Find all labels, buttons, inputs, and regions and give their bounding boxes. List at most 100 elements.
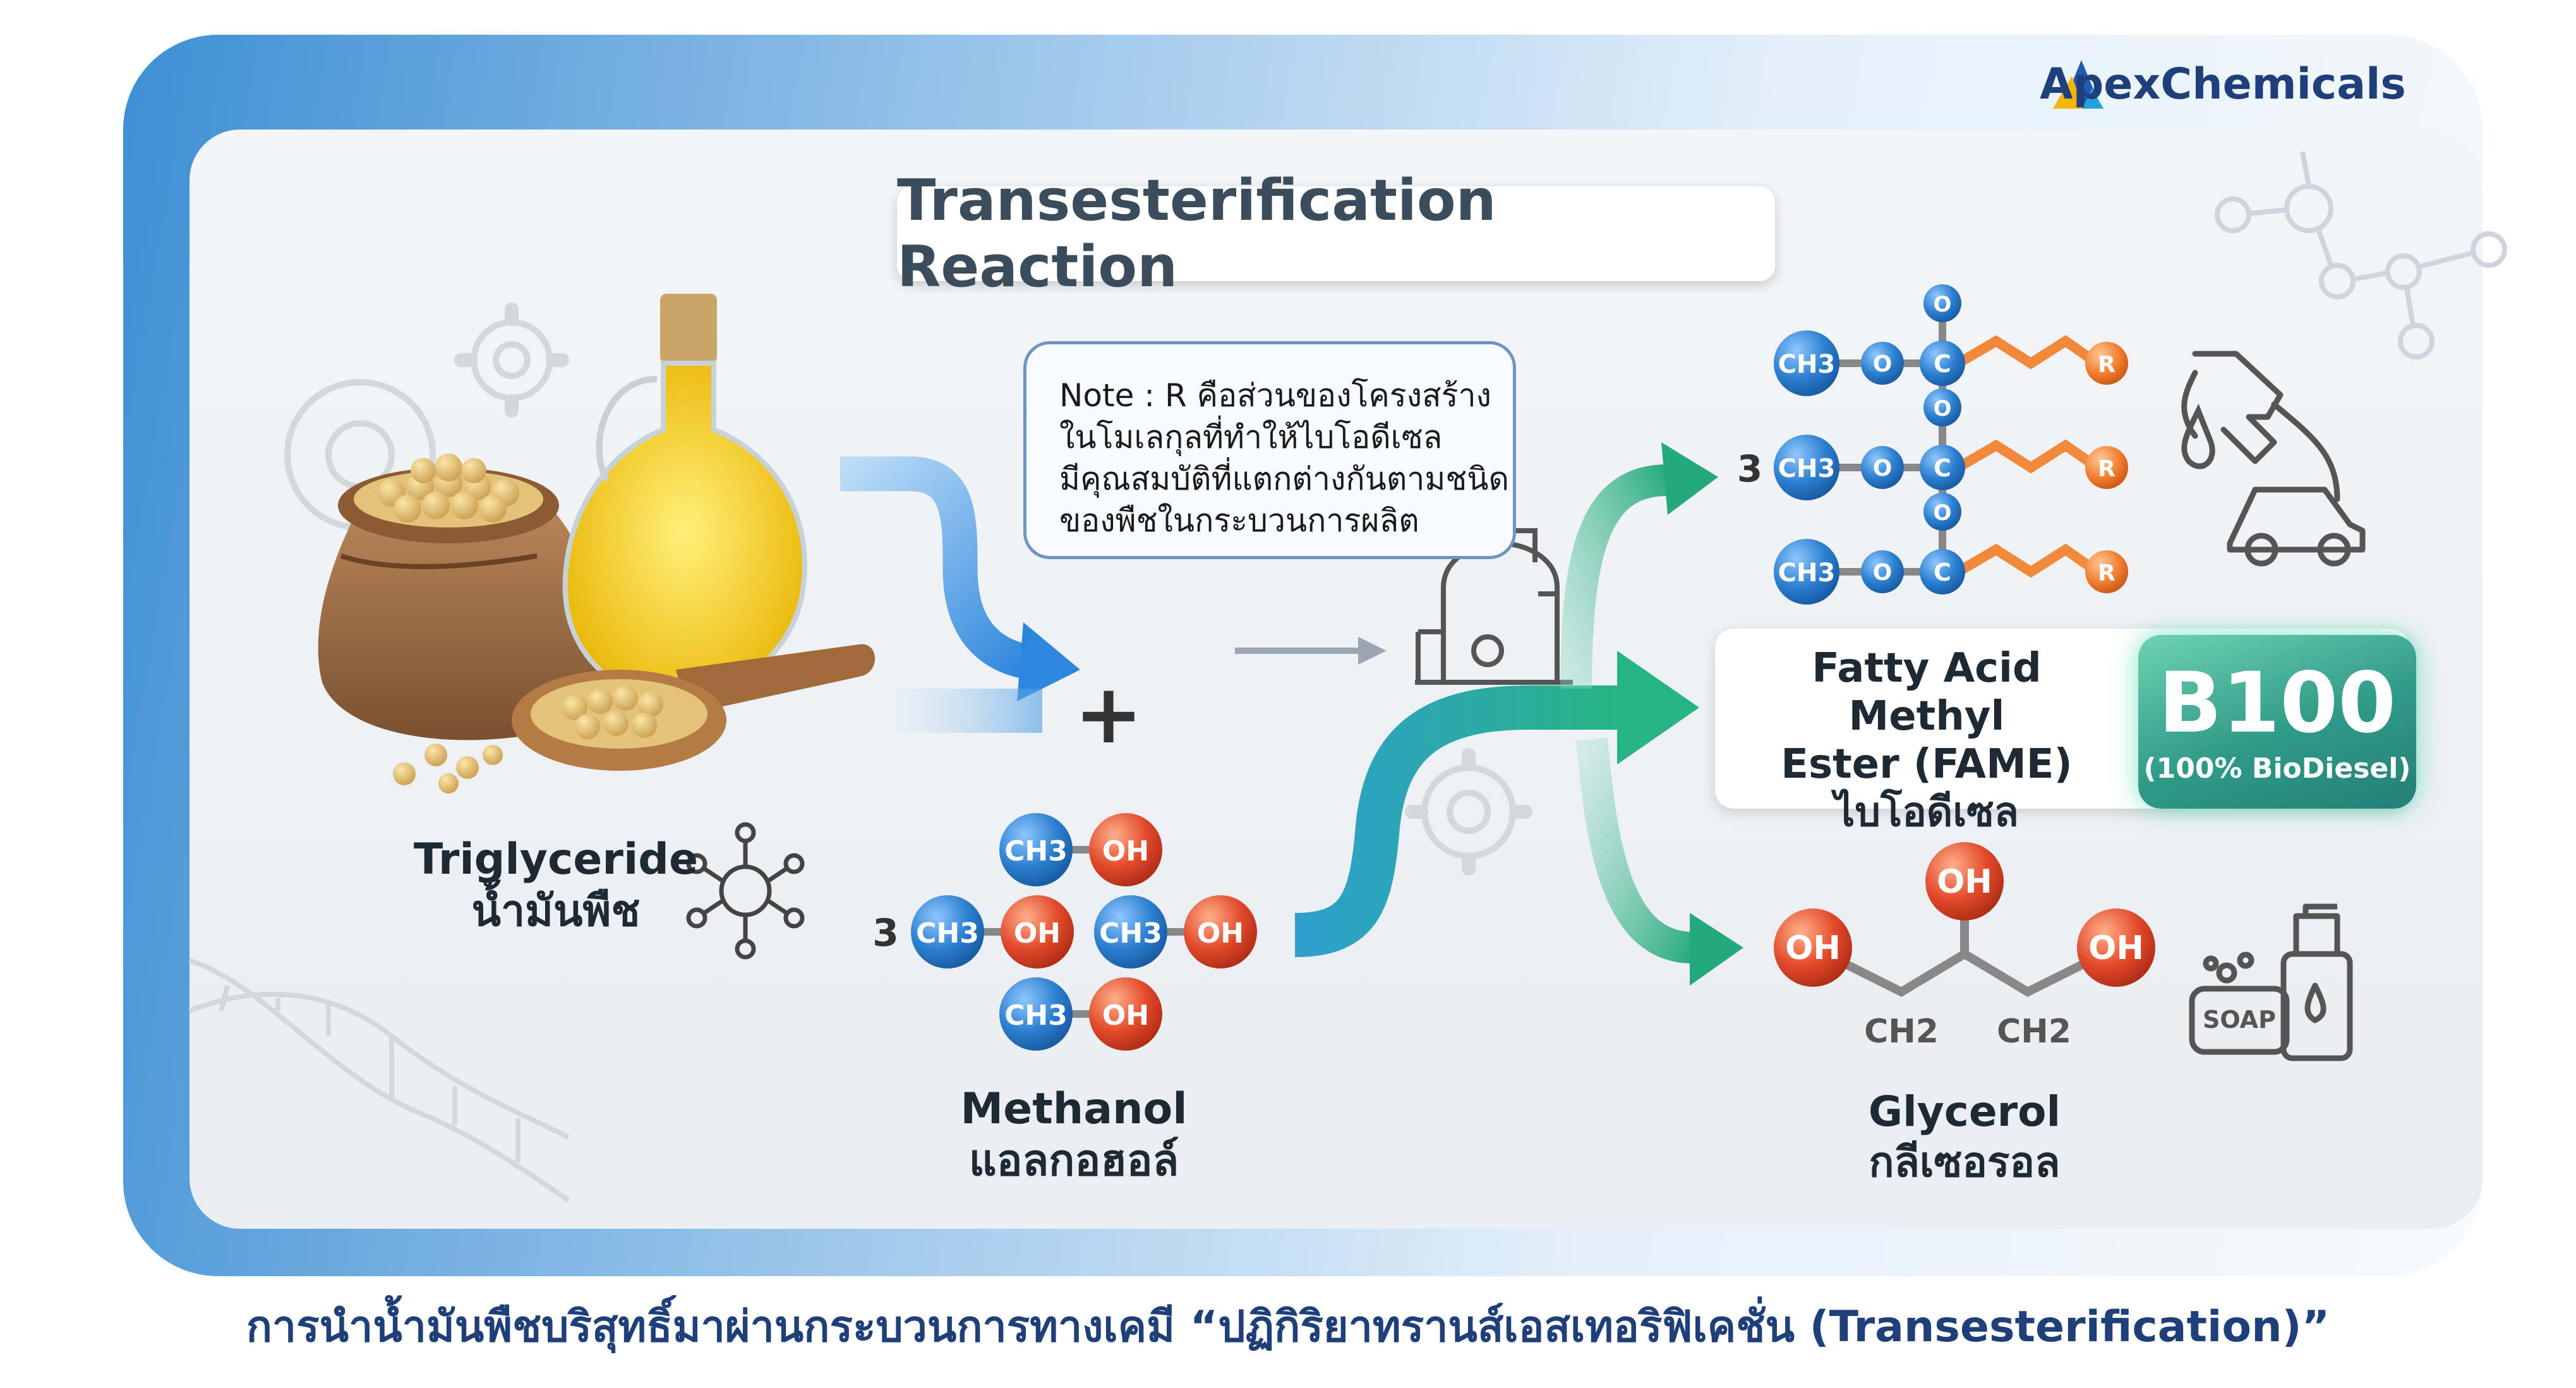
triglyceride-name: Triglyceride: [413, 835, 699, 884]
oh-atom: [1774, 908, 1852, 987]
oh-atom: [1089, 813, 1162, 886]
o-label: O: [1873, 456, 1893, 481]
oh-label: OH: [1937, 863, 1992, 901]
methanol-thai: แอลกอฮอล์: [968, 1136, 1179, 1186]
o-label: O: [1934, 292, 1952, 317]
methanol-molecules: [911, 813, 1257, 1051]
c-atom: [1920, 549, 1965, 594]
r-atom: [2085, 446, 2128, 489]
c-label: C: [1934, 350, 1951, 378]
oh-label: OH: [1102, 835, 1149, 867]
b100-sub: (100% BioDiesel): [2143, 752, 2411, 785]
o-label: O: [1873, 351, 1893, 377]
ester-molecule: [1774, 284, 2128, 605]
note-line: ในโมเลกุลที่ทำให้ไบโอดีเซล: [1059, 419, 1443, 456]
ch3-label: CH3: [1004, 835, 1068, 867]
ch3-atom: [1774, 539, 1839, 605]
r-label: R: [2098, 352, 2116, 378]
ch3-label: CH3: [1778, 454, 1836, 483]
title-box: Transesterification Reaction: [897, 167, 1775, 300]
o-atom: [1861, 550, 1904, 593]
oh-atom: [1925, 842, 2004, 920]
fame-line2: Ester (FAME): [1781, 741, 2073, 788]
note-line: ของพืชในกระบวนการผลิต: [1059, 502, 1419, 539]
r-label: R: [2098, 560, 2116, 586]
glycerol-molecule: [1774, 842, 2155, 997]
note-box: Note : R คือส่วนของโครงสร้าง ในโมเลกุลที…: [1023, 341, 1516, 559]
ester-coefficient: 3: [1737, 447, 1762, 490]
glycerol-label: Glycerol กลีเซอรอล: [1775, 1087, 2154, 1188]
b100-badge: B100 (100% BioDiesel): [2138, 635, 2416, 809]
ch2-label: CH2: [1864, 1013, 1939, 1051]
o-label: O: [1934, 396, 1952, 421]
methanol-coefficient: 3: [872, 911, 899, 955]
o-atom: [1861, 342, 1904, 385]
o-atom: [1861, 446, 1904, 489]
fame-line1: Fatty Acid Methyl: [1812, 645, 2042, 740]
ch3-label: CH3: [916, 917, 979, 950]
plus-sign: +: [1074, 666, 1143, 762]
ch3-atom: [1094, 895, 1167, 969]
apex-logo-icon: [2053, 60, 2104, 109]
ch3-atom: [1774, 330, 1839, 396]
brand-name: ApexChemicals: [2040, 59, 2406, 109]
fuel-drop-icon: [2181, 404, 2215, 469]
oh-label: OH: [1785, 929, 1841, 967]
r-atom: [2085, 342, 2128, 385]
ch2-label: CH2: [1997, 1013, 2071, 1051]
scattered-beans-icon: [393, 744, 503, 794]
oh-atom: [1089, 977, 1162, 1051]
c-label: C: [1934, 454, 1951, 482]
gear-teeth-icon: [454, 303, 1532, 876]
c-label: C: [1934, 558, 1951, 586]
methanol-name: Methanol: [960, 1084, 1188, 1134]
o-label: O: [1934, 500, 1952, 526]
glycerol-atom-labels: OH OH OH CH2 CH2: [1785, 863, 2144, 1051]
caption: การนำน้ำมันพืชบริสุทธิ์มาผ่านกระบวนการทา…: [246, 1302, 2330, 1352]
ester-atom-labels: CH3 CH3 CH3 O O O O O O C C C R R R: [1778, 292, 2116, 588]
soap-label: SOAP: [2203, 1006, 2276, 1034]
o-label: O: [1873, 560, 1893, 586]
o-atom: [1923, 389, 1961, 426]
o-atom: [1923, 284, 1961, 322]
oh-atom: [1184, 895, 1257, 969]
main-product-arrow: [1188, 651, 1699, 957]
ester-arrow-green: [1560, 442, 1718, 689]
c-atom: [1920, 341, 1965, 386]
o-atom: [1923, 493, 1961, 531]
oh-label: OH: [1014, 917, 1061, 950]
ch3-label: CH3: [1099, 917, 1162, 950]
reactant-arrow-blue: [840, 456, 1080, 733]
ch3-label: CH3: [1004, 999, 1068, 1032]
fame-thai: ไบโอดีเซล: [1834, 789, 2019, 836]
ch3-atom: [999, 977, 1073, 1051]
methanol-label: Methanol แอลกอฮอล์: [884, 1083, 1263, 1187]
r-label: R: [2098, 456, 2116, 482]
wooden-spoon-icon: [512, 644, 876, 771]
r-atom: [2085, 550, 2128, 593]
ch3-atom: [911, 895, 984, 969]
car-icon: [2227, 486, 2366, 567]
ch3-label: CH3: [1778, 350, 1836, 379]
soap-icon: [2189, 903, 2353, 1061]
note-line: Note : R คือส่วนของโครงสร้าง: [1059, 377, 1491, 414]
oh-label: OH: [2088, 929, 2144, 967]
glycerol-arrow-green: [1576, 737, 1743, 986]
c-atom: [1920, 445, 1965, 490]
reactor-arrow-gray: [1235, 637, 1387, 665]
dna-decoration-icon: [188, 958, 570, 1203]
ch3-atom: [1774, 435, 1839, 500]
ch3-label: CH3: [1778, 558, 1836, 588]
oh-atom: [2077, 908, 2155, 987]
note-line: มีคุณสมบัติที่แตกต่างกันตามชนิด: [1059, 461, 1509, 497]
oh-label: OH: [1102, 999, 1149, 1032]
diagram-title: Transesterification Reaction: [897, 167, 1496, 300]
ch3-atom: [999, 813, 1073, 886]
oh-label: OH: [1197, 917, 1244, 950]
brand: ApexChemicals: [2031, 49, 2406, 119]
molecule-decoration-icon: [2215, 151, 2507, 359]
triglyceride-thai: น้ำมันพืช: [471, 886, 641, 936]
oil-bottle-icon: [562, 294, 807, 704]
oh-atom: [1001, 895, 1074, 969]
